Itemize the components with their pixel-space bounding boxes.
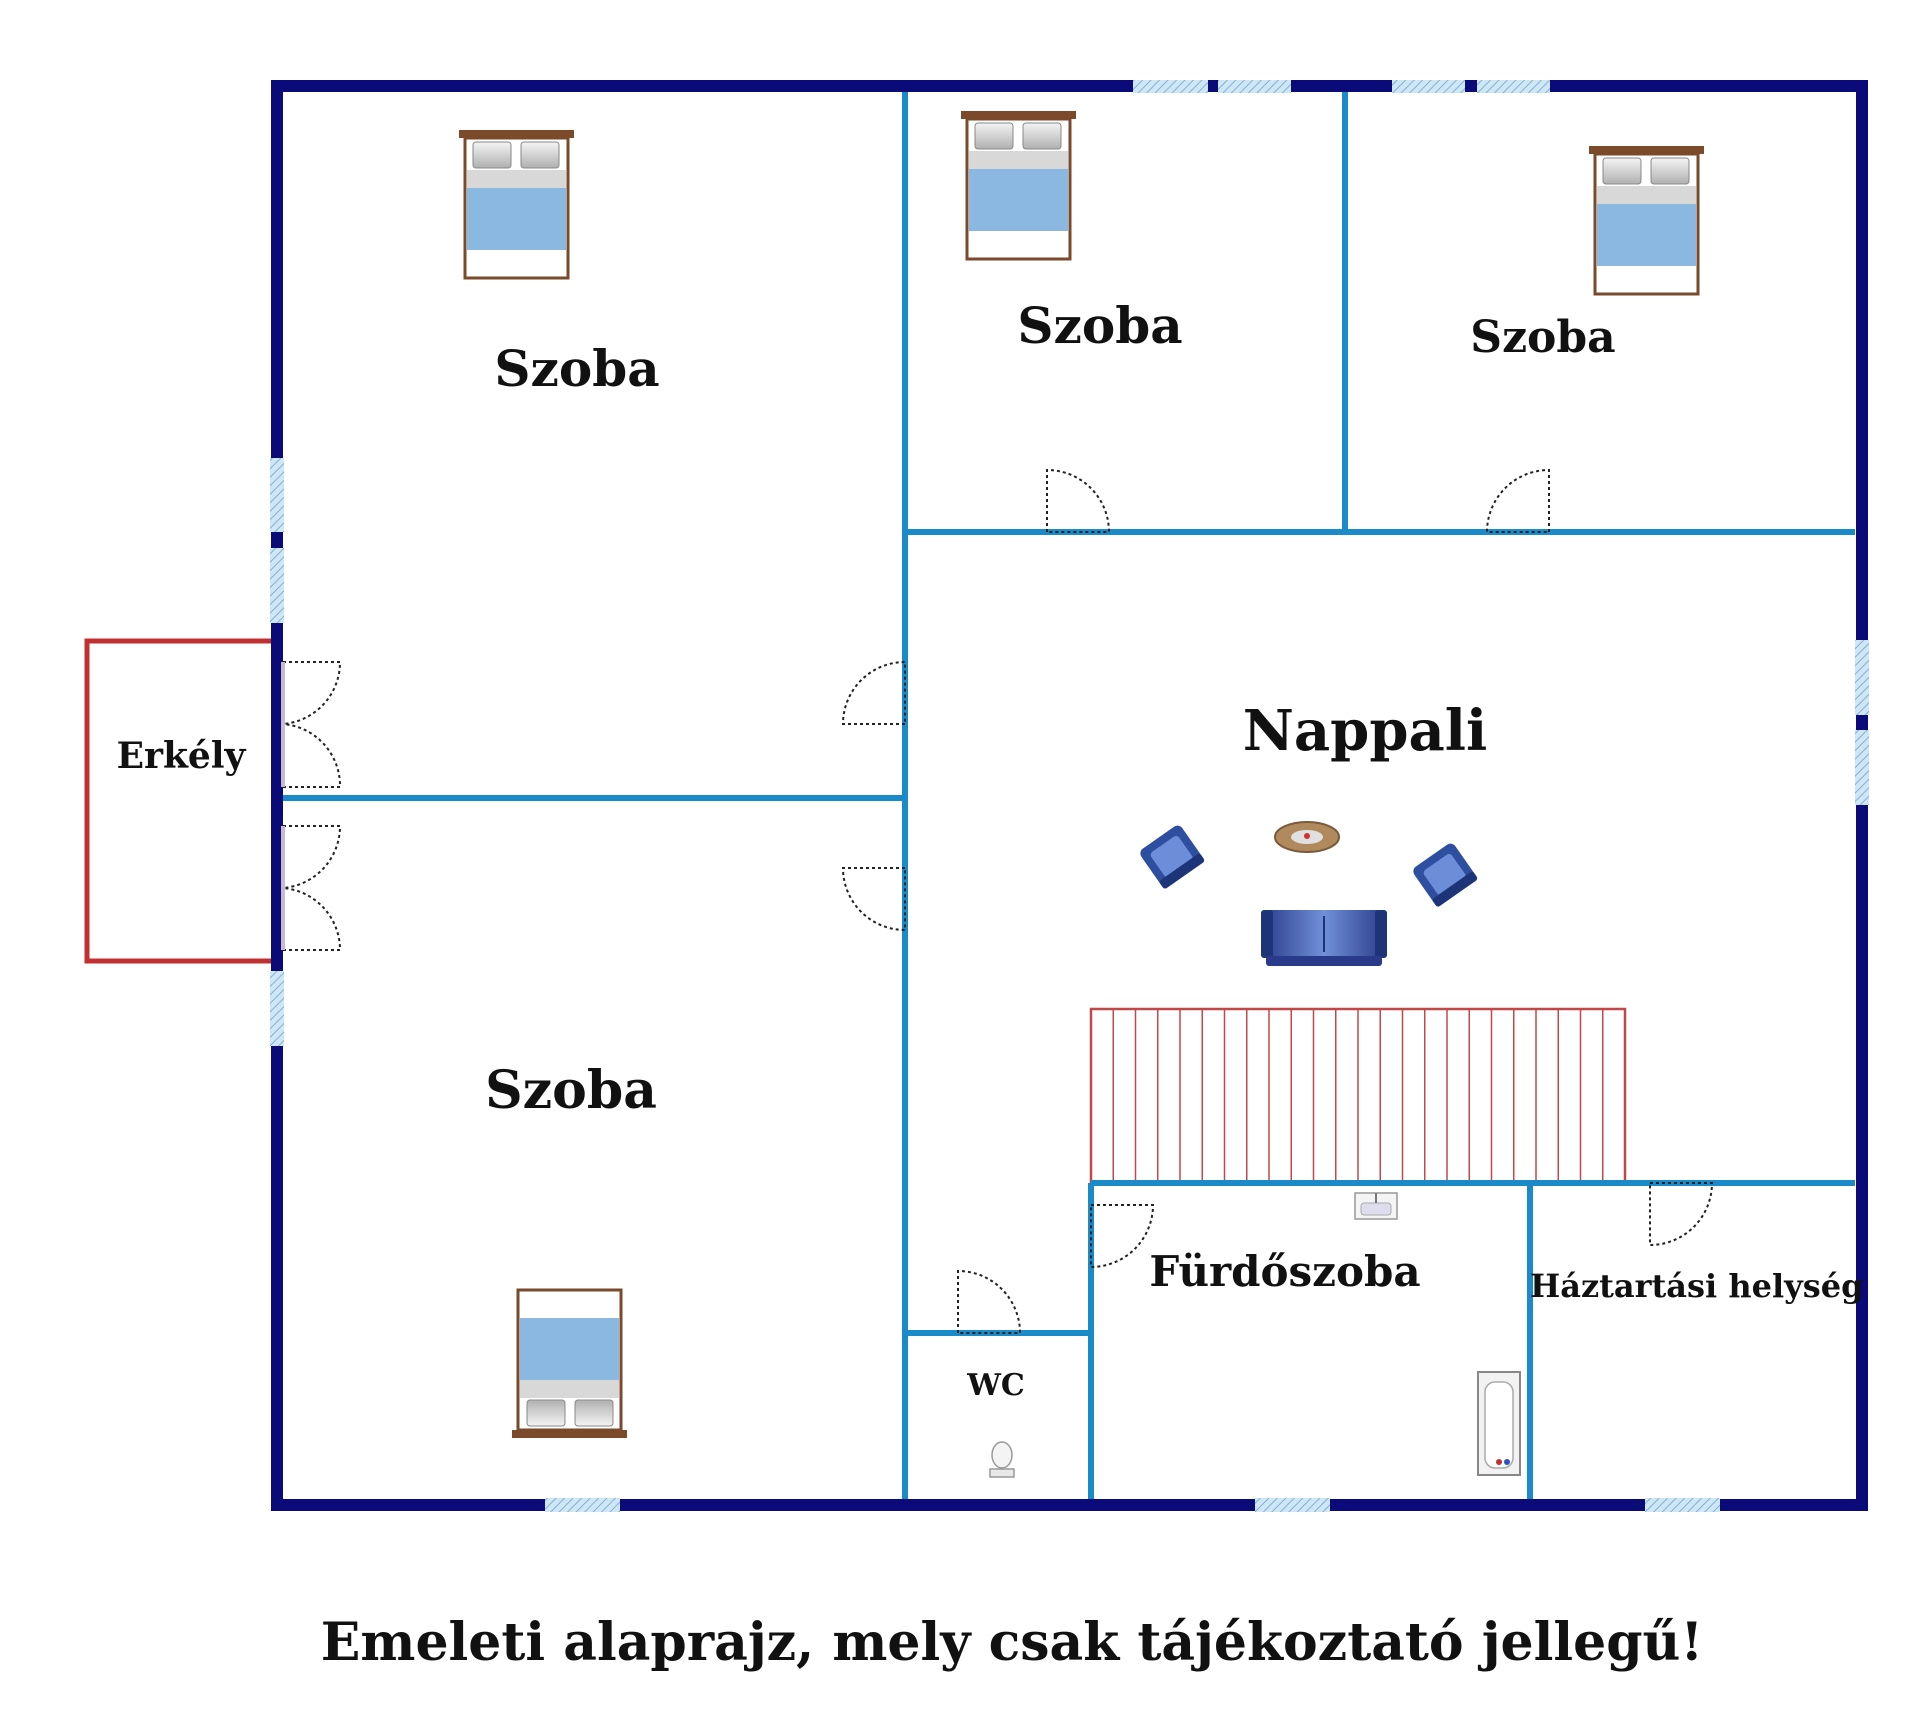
plan-caption: Emeleti alaprajz, mely csak tájékoztató … [321,1612,1703,1673]
door-swing-icon [282,468,1714,1334]
armchair-icon [1411,841,1479,908]
bed-icon [510,1288,629,1440]
room-label-balcony: Erkély [117,735,247,777]
room-label-bedroom-top-middle: Szoba [1017,296,1182,355]
bed-icon [457,128,576,280]
bed-icon [1587,144,1706,296]
coffee-table-icon [1274,821,1340,853]
bathtub-icon [1477,1371,1521,1476]
balcony-outline [84,638,280,964]
armchair-icon [1138,823,1206,890]
toilet-icon [989,1441,1015,1478]
sink-icon [1354,1192,1398,1220]
room-label-bathroom: Fürdőszoba [1149,1247,1420,1296]
room-label-utility-room: Háztartási helység [1530,1267,1863,1305]
room-label-living-room: Nappali [1243,698,1488,764]
room-label-bedroom-top-left: Szoba [494,339,659,398]
sofa-icon [1261,910,1387,966]
room-label-wc: WC [966,1368,1025,1403]
room-label-bedroom-bottom-left: Szoba [485,1060,657,1121]
window-icon [270,80,1869,1512]
bed-icon [959,109,1078,261]
room-label-bedroom-top-right: Szoba [1470,312,1615,363]
stairs-icon [1089,1007,1627,1184]
